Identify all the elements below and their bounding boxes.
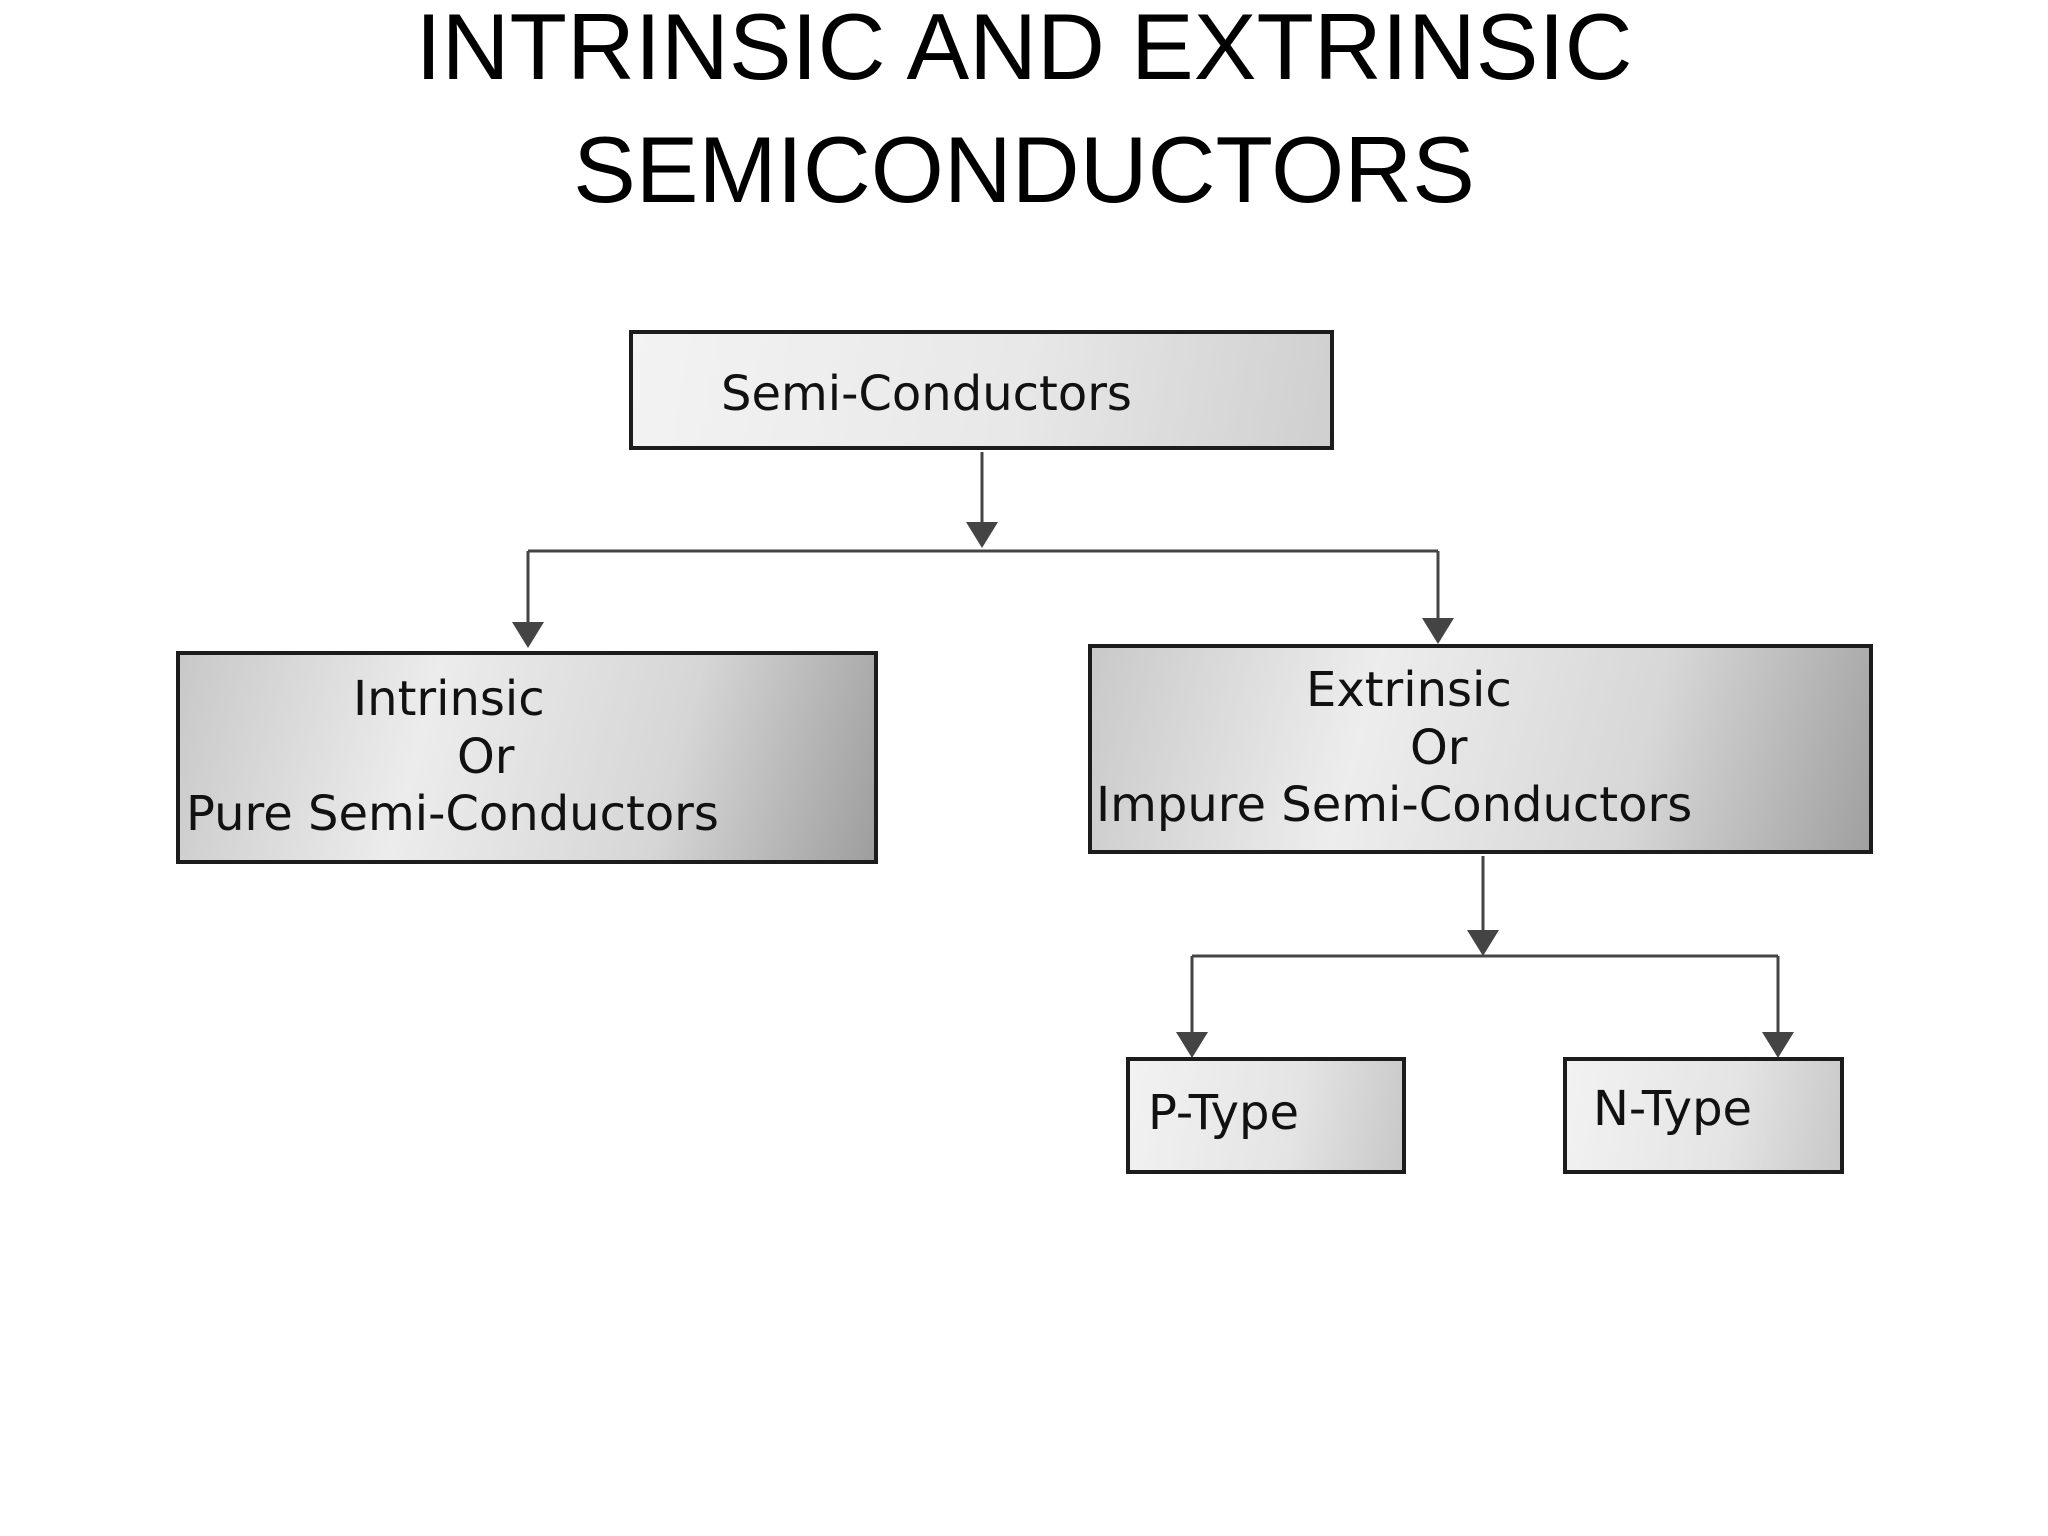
arrowhead-root — [966, 522, 998, 548]
arrowhead-intrinsic — [512, 622, 544, 648]
node-p-type: P-Type — [1126, 1057, 1406, 1174]
node-intrinsic-line-1: Intrinsic — [353, 671, 545, 727]
node-n-type-label: N-Type — [1593, 1081, 1753, 1137]
node-intrinsic-line-2: Or — [457, 729, 515, 785]
arrowhead-extrinsic — [1422, 618, 1454, 644]
node-extrinsic-line-2: Or — [1410, 720, 1468, 776]
node-intrinsic-line-3: Pure Semi-Conductors — [186, 786, 719, 842]
node-intrinsic: Intrinsic Or Pure Semi-Conductors — [176, 651, 878, 864]
node-p-type-label: P-Type — [1148, 1085, 1300, 1141]
node-extrinsic-line-1: Extrinsic — [1306, 662, 1512, 718]
node-extrinsic: Extrinsic Or Impure Semi-Conductors — [1088, 644, 1873, 854]
slide-title-line-1: INTRINSIC AND EXTRINSIC — [415, 0, 1633, 99]
arrowhead-ptype — [1176, 1032, 1208, 1058]
slide-title-line-2: SEMICONDUCTORS — [573, 117, 1475, 222]
node-n-type: N-Type — [1563, 1057, 1844, 1174]
node-semi-conductors-label: Semi-Conductors — [721, 366, 1132, 422]
node-semi-conductors: Semi-Conductors — [629, 330, 1334, 450]
node-extrinsic-line-3: Impure Semi-Conductors — [1096, 777, 1693, 833]
arrowhead-extrinsic-stem — [1467, 930, 1499, 956]
arrowhead-ntype — [1762, 1032, 1794, 1058]
